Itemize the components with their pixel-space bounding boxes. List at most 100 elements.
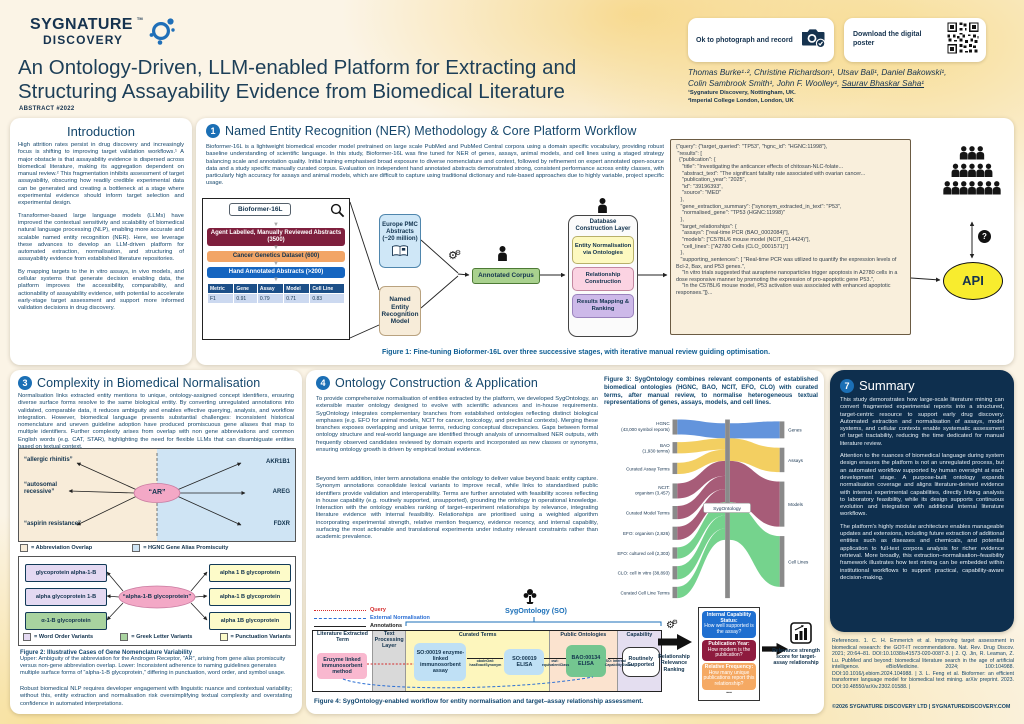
- legend-punctuation: = Punctuation Variants: [219, 633, 291, 641]
- logo-text-1: SYGNATURE: [30, 16, 133, 33]
- gears-icon: ⚙⚙: [448, 249, 462, 262]
- fig4-col2-header: Text Processing Layer: [374, 631, 404, 649]
- section1-header: 1 Named Entity Recognition (NER) Methodo…: [206, 124, 637, 138]
- fig4-rel3-line: [607, 658, 622, 659]
- sankey-label-curated-assay: Curated Assay Terms: [626, 466, 670, 471]
- lavender-swatch: [23, 633, 31, 641]
- fig2-term-autosomal: “autosomal recessive”: [24, 482, 58, 495]
- fig2-punct-box-2: alpha-1 B glycoprotein: [209, 588, 291, 606]
- metrics-header-assay: Assay: [256, 283, 285, 294]
- sankey-label-clo: CLO: cell in vitro (38,893): [618, 571, 671, 576]
- sankey-label-models: Models: [788, 502, 804, 507]
- legend-alias-promiscuity: = HGNC Gene Alias Promiscuity: [132, 544, 228, 552]
- ner-model-box: Named Entity Recognition Model: [379, 286, 421, 336]
- qr-code-icon: [946, 20, 980, 60]
- sankey-label-curated-cellline: Curated Cell Line Terms: [620, 590, 670, 595]
- logo-text-2: DISCOVERY: [43, 33, 124, 47]
- fig4-legend-external-label: External Normalisation: [370, 615, 430, 621]
- fig4-extracted-term-box: Enzyme linked immunosorbent method: [317, 653, 367, 679]
- fig2-lower-legend: = Word Order Variants = Greek Letter Var…: [23, 633, 291, 641]
- normalisation-card: 3 Complexity in Biomedical Normalisation…: [10, 370, 302, 714]
- fig2-ar-node: “AR”: [148, 488, 166, 496]
- fig2-wordorder-box-1: glycoprotein alpha-1-B: [25, 564, 107, 582]
- fig4-so-elisa-box: SO:00019 ELISA: [504, 649, 545, 675]
- api-json-output: {"query": {"target_queried": "TP53", "hg…: [670, 139, 911, 335]
- fig4-col-capability: Capability Routinely Supported SO: Inter…: [605, 631, 661, 691]
- abstract-tag: ABSTRACT #2022: [19, 106, 75, 112]
- fig2-term-aspirin: “aspirin resistance”: [24, 521, 82, 527]
- beige-swatch: [20, 544, 28, 552]
- section3-number-badge: 3: [18, 376, 32, 390]
- fig4-pipeline: Literature Extracted Term Enzyme linked …: [312, 630, 662, 692]
- relevance-score-label: Relevance strength score for target-assa…: [772, 648, 820, 667]
- sygontology-so-label: SygOntology (SO): [505, 606, 567, 615]
- sankey-label-efo-cultured: EFO: cultured cell (2,303): [617, 551, 670, 556]
- down-arrow-icon: ▼: [273, 245, 279, 251]
- figure3-caption: Figure 3: SygOntology combines relevant …: [604, 376, 818, 407]
- fig4-so-term-box: SO:00019 enzyme-linked immunosorbent ass…: [414, 643, 467, 681]
- section1-number-badge: 1: [206, 124, 220, 138]
- legend-abbreviation-overlap: = Abbreviation Overlap: [20, 544, 92, 552]
- metrics-f1-assay: 0.79: [256, 293, 285, 304]
- introduction-title: Introduction: [67, 124, 135, 139]
- europe-pmc-box: Europe PMC Abstracts (~20 million): [379, 214, 421, 268]
- sankey-label-efo-organism: EFO: organism (2,826): [623, 531, 670, 536]
- ranking-ellipsis: ...: [726, 687, 732, 695]
- fig4-col3-header: Curated Terms: [458, 632, 497, 638]
- person-icon: [496, 246, 509, 266]
- users-crowd-icon: [942, 144, 1002, 215]
- sankey-center-label: SygOntology: [713, 506, 741, 512]
- summary-paragraph-1: This study demonstrates how large-scale …: [840, 397, 1004, 447]
- fig4-bao-elisa-box: BAO:00134 ELISA: [565, 645, 606, 677]
- db-layer-title: Database Construction Layer: [575, 219, 631, 232]
- metrics-f1-model: 0.71: [283, 293, 311, 304]
- fig4-legend-query: Query: [314, 606, 430, 614]
- authors-line-2: Colin Sambrook Smith¹, John F. Woolley¹,…: [688, 79, 1018, 90]
- camera-check-icon: [800, 27, 826, 54]
- summary-paragraph-2: Attention to the nuances of biomedical l…: [840, 453, 1004, 518]
- title-line-2: Structuring Assayability Evidence from B…: [18, 80, 565, 104]
- fig2-lower-panel: “alpha-1-B glycoprotein” glycoprotein al…: [18, 556, 296, 646]
- fig4-col-literature: Literature Extracted Term Enzyme linked …: [313, 631, 373, 691]
- legend-word-order-label: = Word Order Variants: [34, 634, 94, 640]
- ranking-pubyear-box: Publication Year: How modern is the publ…: [702, 639, 756, 661]
- green-swatch: [120, 633, 129, 641]
- fig4-col1-header: Literature Extracted Term: [317, 631, 368, 643]
- figure2-caption-title: Figure 2: Illustrative Cases of Gene Nom…: [20, 650, 193, 656]
- section4-paragraph-2: Beyond term addition, inter term annotat…: [316, 476, 598, 541]
- figure1-caption: Figure 1: Fine-tuning Bioformer-16L over…: [381, 349, 771, 356]
- authors-line-2a: Colin Sambrook Smith¹, John F. Woolley¹,: [688, 78, 842, 88]
- fig4-capability-box: Routinely Supported: [621, 647, 660, 677]
- photo-permission-label: Ok to photograph and record: [696, 36, 793, 44]
- summary-paragraph-3: The platform's highly modular architectu…: [840, 523, 1004, 581]
- fig4-bracket: [405, 617, 662, 626]
- summary-card: 7 Summary This study demonstrates how la…: [830, 370, 1014, 632]
- sankey-label-hgnc-sub: (43,000 symbol reports): [621, 427, 670, 432]
- summary-number-badge: 7: [840, 378, 854, 393]
- figure2-caption: Figure 2: Illustrative Cases of Gene Nom…: [20, 650, 292, 677]
- metrics-f1-cellline: 0.83: [309, 293, 345, 304]
- fig2-punct-box-3: alpha 1B glycoprotein: [209, 612, 291, 630]
- poster-title: An Ontology-Driven, LLM-enabled Platform…: [18, 56, 678, 104]
- stage2-box: Cancer Genetics Dataset (600): [207, 251, 345, 262]
- section3-body: Normalisation links extracted entity men…: [18, 393, 294, 450]
- metrics-header-metric: Metric: [206, 283, 235, 294]
- ranking-pubyear-title: Publication Year:: [708, 640, 750, 647]
- affiliation-1: ¹Sygnature Discovery, Nottingham, UK.: [688, 90, 796, 96]
- fig4-rel3-label: SO: Internal CapabilityStatus: [604, 659, 633, 667]
- fig3-sankey: HGNC (43,000 symbol reports) BAO (1,930 …: [617, 419, 809, 599]
- fig2-greek-box: α-1-B glycoprotein: [25, 612, 107, 630]
- summary-title: Summary: [859, 378, 915, 393]
- europe-pmc-label: Europe PMC Abstracts (~20 million): [382, 222, 418, 242]
- api-node: API: [943, 262, 1003, 300]
- person-icon: [596, 198, 609, 218]
- affiliation-2: ²Imperial College London, London, UK: [688, 97, 794, 104]
- ontology-card: 4 Ontology Construction & Application To…: [306, 370, 824, 714]
- references: References. 1. C. H. Emmerich et al. Imp…: [832, 638, 1014, 690]
- fig4-legend-annotations-label: Annotations: [370, 623, 403, 629]
- section1-body: Bioformer-16L is a lightweight biomedica…: [206, 144, 664, 187]
- red-dotted-line: [314, 609, 366, 611]
- fig2-gene-fdxr: FDXR: [273, 521, 290, 527]
- section4-paragraph-1: To provide comprehensive normalisation o…: [316, 396, 598, 454]
- book-icon: [391, 245, 409, 260]
